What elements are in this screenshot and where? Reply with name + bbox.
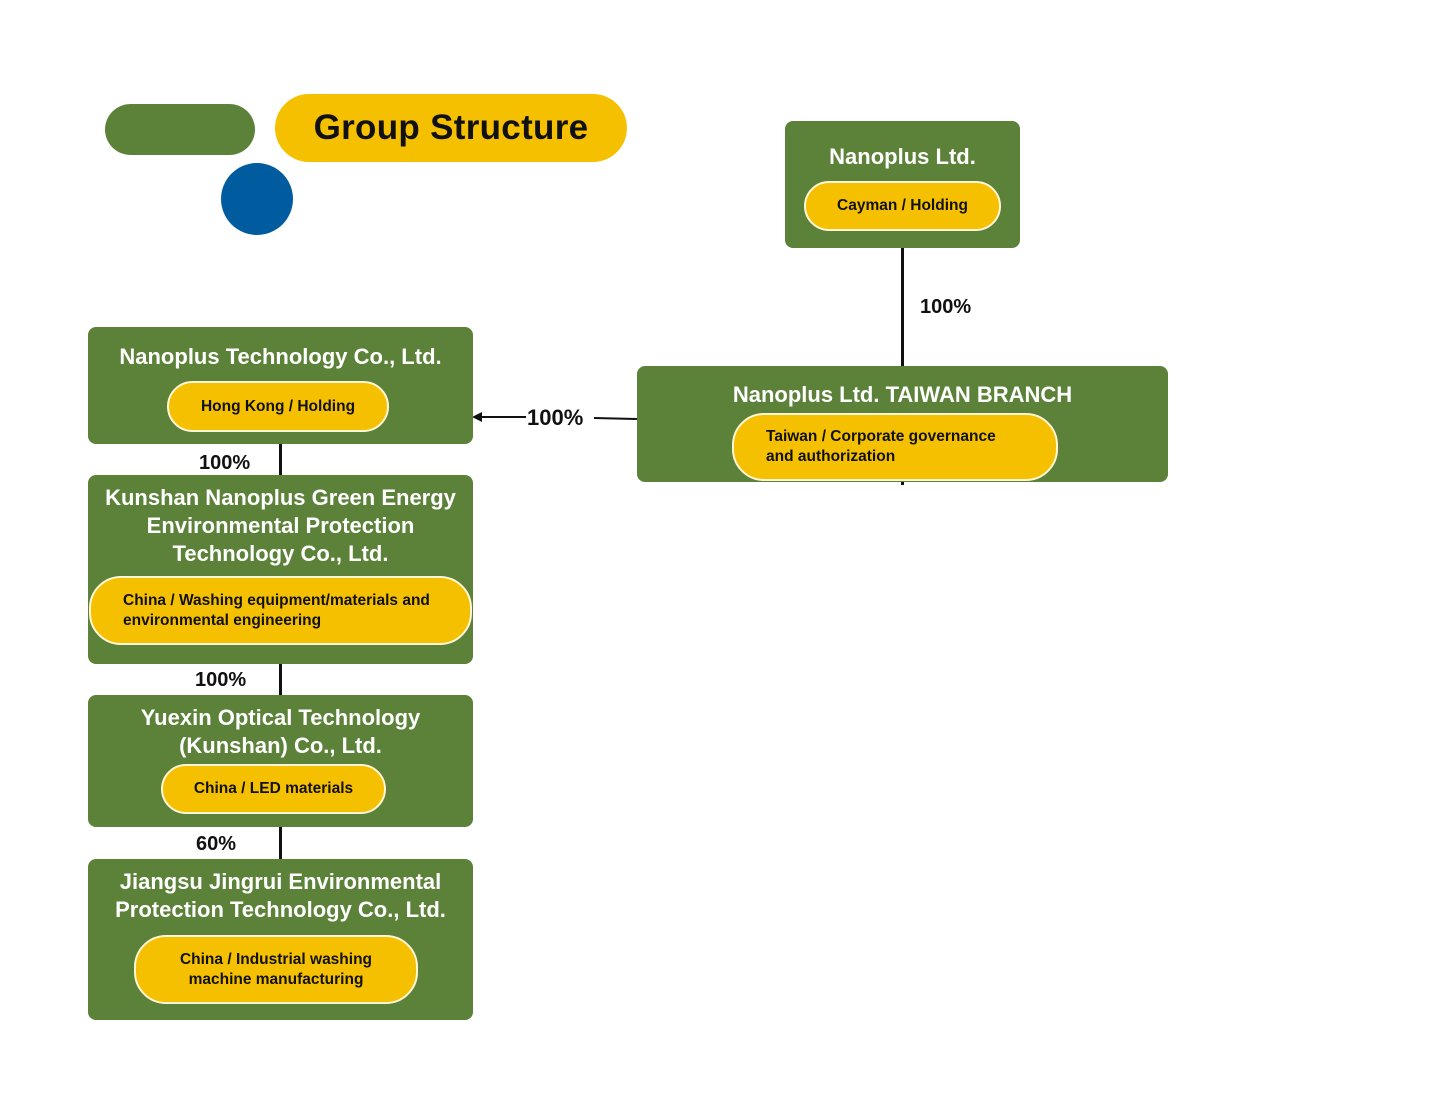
entity-name: Jiangsu Jingrui Environmental Protection… (115, 869, 446, 922)
connector-root-taiwan (901, 248, 904, 366)
entity-tag: China / Washing equipment/materials and … (89, 576, 472, 645)
entity-jiangsu-jingrui: Jiangsu Jingrui Environmental Protection… (88, 859, 473, 1020)
entity-tag: China / LED materials (161, 764, 386, 814)
arrow-taiwan-to-hk (472, 412, 639, 422)
decorative-blue-circle (221, 163, 293, 235)
entity-yuexin-optical: Yuexin Optical Technology (Kunshan) Co.,… (88, 695, 473, 827)
ownership-label: 100% (920, 296, 972, 318)
entity-tag: Hong Kong / Holding (167, 381, 389, 432)
decorative-green-pill (105, 104, 255, 155)
entity-tag: China / Industrial washing machine manuf… (134, 935, 418, 1004)
entity-name: Yuexin Optical Technology (Kunshan) Co.,… (140, 705, 421, 758)
entity-name: Nanoplus Technology Co., Ltd. (119, 344, 442, 369)
connector-taiwan-stub (901, 481, 904, 485)
entity-nanoplus-taiwan-branch: Nanoplus Ltd. TAIWAN BRANCH Taiwan / Cor… (637, 366, 1168, 482)
ownership-label: 100% (527, 405, 584, 430)
entity-nanoplus-ltd: Nanoplus Ltd. Cayman / Holding (785, 121, 1020, 248)
ownership-label: 60% (196, 833, 237, 855)
entity-kunshan-nanoplus: Kunshan Nanoplus Green Energy Environmen… (88, 475, 473, 664)
connector-kunshan-yuexin (279, 663, 282, 695)
entity-name: Nanoplus Ltd. (829, 144, 976, 169)
entity-tag: Taiwan / Corporate governance and author… (732, 413, 1058, 481)
entity-nanoplus-technology-hk: Nanoplus Technology Co., Ltd. Hong Kong … (88, 327, 473, 444)
connector-yuexin-jingrui (279, 826, 282, 859)
ownership-label: 100% (199, 452, 251, 474)
ownership-label: 100% (195, 669, 247, 691)
entity-name: Kunshan Nanoplus Green Energy Environmen… (105, 485, 456, 566)
connector-hk-kunshan (279, 443, 282, 475)
entity-name: Nanoplus Ltd. TAIWAN BRANCH (732, 382, 1073, 407)
page-title: Group Structure (275, 94, 627, 162)
entity-tag: Cayman / Holding (804, 181, 1001, 231)
